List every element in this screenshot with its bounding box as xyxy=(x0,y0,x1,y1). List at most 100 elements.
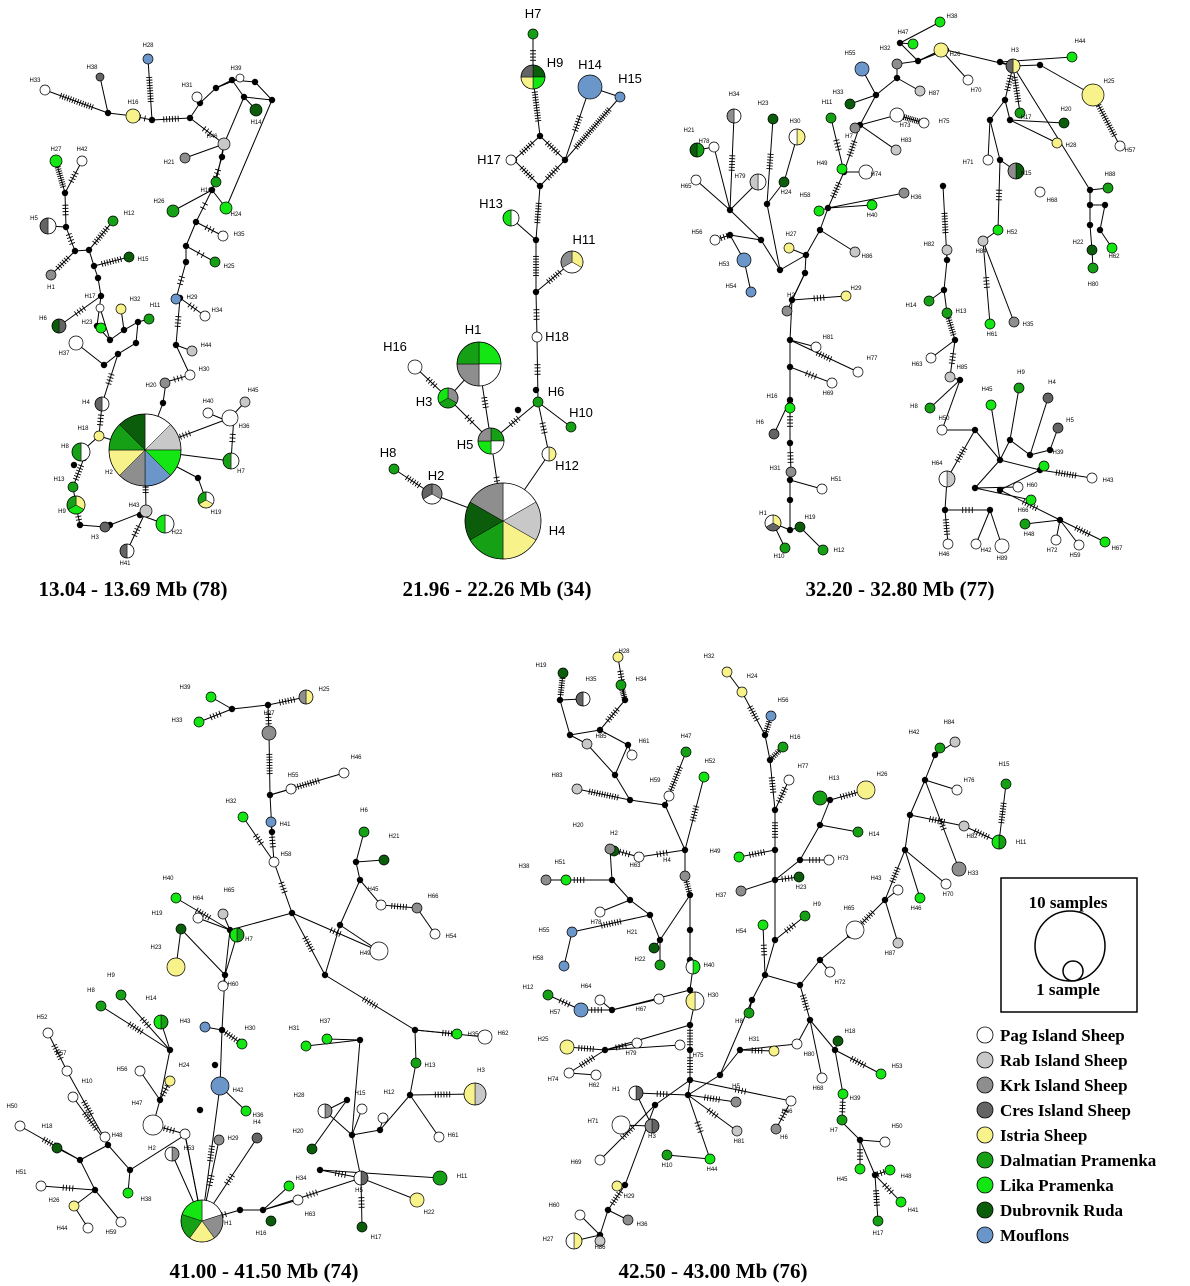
p5-haplotype-h61-slice xyxy=(626,749,638,761)
p5-edge-52-mutation-tick xyxy=(766,720,773,724)
p5-edge-16-mutation-tick xyxy=(676,765,683,769)
p3-median-vector xyxy=(996,486,1004,494)
p3-haplotype-h60-slice xyxy=(1012,481,1024,493)
p5-haplotype-h85 xyxy=(581,738,593,750)
p3-haplotype-h7 xyxy=(849,122,861,134)
p4-edge-40 xyxy=(311,1099,348,1150)
p3-haplotype-label: H24 xyxy=(780,190,792,196)
p3-edge-19-mutation-tick xyxy=(1110,131,1117,135)
p3-edge-34 xyxy=(859,94,877,126)
p2-edge-16 xyxy=(537,401,572,428)
p4-haplotype-h4-slice xyxy=(251,1132,263,1144)
p1-haplotype-h19-outline xyxy=(197,491,215,509)
p1-haplotype-h1-slice xyxy=(45,269,57,281)
p4-edge-11 xyxy=(242,816,275,863)
p5-edge-134-mutation-tick xyxy=(564,1000,568,1007)
p3-haplotype-h46-slice xyxy=(942,538,954,550)
p2-haplotype-h14 xyxy=(577,74,603,100)
p4-edge-46 xyxy=(262,1177,362,1211)
p4-edge-6-mutation-tick xyxy=(314,778,318,785)
p5-haplotype-h63-slice xyxy=(633,851,645,863)
p1-edge-16 xyxy=(225,99,273,209)
p1-edge-1 xyxy=(99,76,109,114)
p4-haplotype-h32-slice xyxy=(237,811,249,823)
p1-edge-48-mutation-tick xyxy=(104,225,110,231)
p5-haplotype-h5 xyxy=(730,1096,742,1108)
p5-edge-13 xyxy=(576,788,631,801)
p4-edge-76 xyxy=(139,1070,161,1101)
p4-median-vector xyxy=(211,1061,219,1069)
p5-haplotype-h54 xyxy=(757,919,769,931)
p3-median-vector xyxy=(1001,96,1009,104)
p3-haplotype-h39 xyxy=(1038,460,1050,472)
p2-edge-17-mutation-tick xyxy=(540,425,547,428)
p4-edge-65-mutation-tick xyxy=(208,1145,215,1148)
p2-edge-2-mutation-tick xyxy=(525,144,531,150)
p5-edge-70-mutation-tick xyxy=(892,872,899,876)
p3-haplotype-h56-slice xyxy=(709,234,721,246)
p5-haplotype-label: H87 xyxy=(884,951,896,957)
p2-edge-1-mutation-tick xyxy=(533,101,540,104)
p5-edge-110-mutation-tick xyxy=(614,1194,621,1199)
p4-edge-11-mutation-tick xyxy=(258,841,264,846)
p3-haplotype-h67 xyxy=(1099,536,1111,548)
p5-haplotype-label: H19 xyxy=(535,663,547,669)
p5-edge-50-mutation-tick xyxy=(771,753,777,759)
p1-haplotype-h26-slice xyxy=(166,204,180,218)
p1-haplotype-h11 xyxy=(143,313,155,325)
p1-edge-36-mutation-tick xyxy=(173,376,176,383)
p1-edge-0-mutation-tick xyxy=(66,95,70,102)
p3-edge-118 xyxy=(974,486,1019,489)
p5-edge-116 xyxy=(638,849,686,858)
p5-haplotype-label: H38 xyxy=(518,864,530,870)
p3-median-vector xyxy=(986,506,994,514)
p5-haplotype-h23-slice xyxy=(793,871,805,883)
p5-haplotype-h40-slice-pag xyxy=(685,959,694,975)
p1-haplotype-h25-slice xyxy=(209,256,221,268)
p5-haplotype-label: H28 xyxy=(618,649,630,655)
p1-edge-50 xyxy=(93,256,130,267)
p3-haplotype-label: H20 xyxy=(1060,107,1072,113)
p5-haplotype-h83 xyxy=(571,783,583,795)
p2-haplotype-label: H7 xyxy=(525,6,542,21)
p5-haplotype-label: H82 xyxy=(966,834,978,840)
p4-edge-66-mutation-tick xyxy=(207,1177,214,1180)
p1-edge-33 xyxy=(175,297,181,346)
p5-edge-61-mutation-tick xyxy=(842,793,846,800)
p1-edge-28-mutation-tick xyxy=(196,249,201,256)
p4-median-vector xyxy=(221,971,229,979)
p4-edge-6-mutation-tick xyxy=(312,779,315,786)
p4-haplotype-h15 xyxy=(356,1103,368,1115)
p5-edge-101-mutation-tick xyxy=(779,1114,786,1119)
p3-haplotype-label: H69 xyxy=(822,391,834,397)
p1-haplotype-h23-slice xyxy=(95,322,107,334)
p4-haplotype-h35-slice xyxy=(451,1028,463,1040)
p5-haplotype-label: H49 xyxy=(709,849,721,855)
p1-haplotype-label: H39 xyxy=(230,66,242,72)
p5-edge-99-mutation-tick xyxy=(711,1111,716,1117)
p2-edge-9-mutation-tick xyxy=(578,139,584,145)
p4-haplotype-label: H24 xyxy=(178,1063,190,1069)
p4-edge-72-mutation-tick xyxy=(164,1084,171,1089)
p1-haplotype-h5-outline xyxy=(39,217,57,235)
p5-edge-33 xyxy=(719,1049,741,1076)
p2-edge-9 xyxy=(564,96,621,161)
p1-edge-45-mutation-tick xyxy=(65,233,72,236)
p2-haplotype-h17 xyxy=(505,154,517,166)
p3-haplotype-h44 xyxy=(1066,51,1078,63)
p1-edge-0-mutation-tick xyxy=(88,103,92,110)
p5-haplotype-label: H68 xyxy=(812,1086,824,1092)
p1-haplotype-h37 xyxy=(68,335,84,351)
p1-median-vector xyxy=(182,258,190,266)
p5-haplotype-h42 xyxy=(934,742,946,754)
p1-haplotype-h6-slice-dubrovnik xyxy=(51,318,60,334)
p5-edge-50-mutation-tick xyxy=(776,748,782,754)
p4-edge-25-mutation-tick xyxy=(366,998,371,1005)
p4-haplotype-label: H18 xyxy=(41,1124,53,1130)
p5-edge-13-mutation-tick xyxy=(596,790,599,797)
p5-median-vector xyxy=(604,1206,612,1214)
p3-edge-19-mutation-tick xyxy=(1109,128,1115,133)
p5-edge-41-mutation-tick xyxy=(791,922,796,928)
p1-haplotype-label: H3 xyxy=(91,535,99,541)
p5-haplotype-h60 xyxy=(574,1209,586,1221)
